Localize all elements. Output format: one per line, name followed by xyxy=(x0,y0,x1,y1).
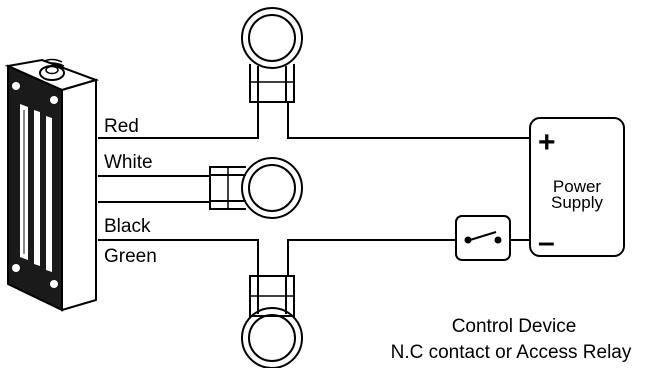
magnetic-lock xyxy=(4,58,100,312)
positive-terminal: + xyxy=(538,126,556,159)
top-crimp-connector-icon xyxy=(241,7,303,103)
wire-label-white: White xyxy=(104,152,153,173)
negative-terminal: – xyxy=(538,226,555,259)
control-device-caption-line1: Control Device xyxy=(452,316,577,337)
bottom-crimp-connector-icon xyxy=(241,275,303,368)
control-device-caption-line2: N.C contact or Access Relay xyxy=(391,342,632,363)
wire-label-red: Red xyxy=(104,116,139,137)
power-supply-label-line2: Supply xyxy=(551,193,603,212)
power-supply-label-line1: Power xyxy=(553,177,602,196)
middle-crimp-connector-icon xyxy=(209,157,303,219)
power-supply: + Power Supply – xyxy=(529,117,625,259)
wires xyxy=(98,102,530,276)
nc-switch-icon xyxy=(455,215,511,261)
wire-label-green: Green xyxy=(104,246,157,267)
wire-label-black: Black xyxy=(104,216,151,237)
